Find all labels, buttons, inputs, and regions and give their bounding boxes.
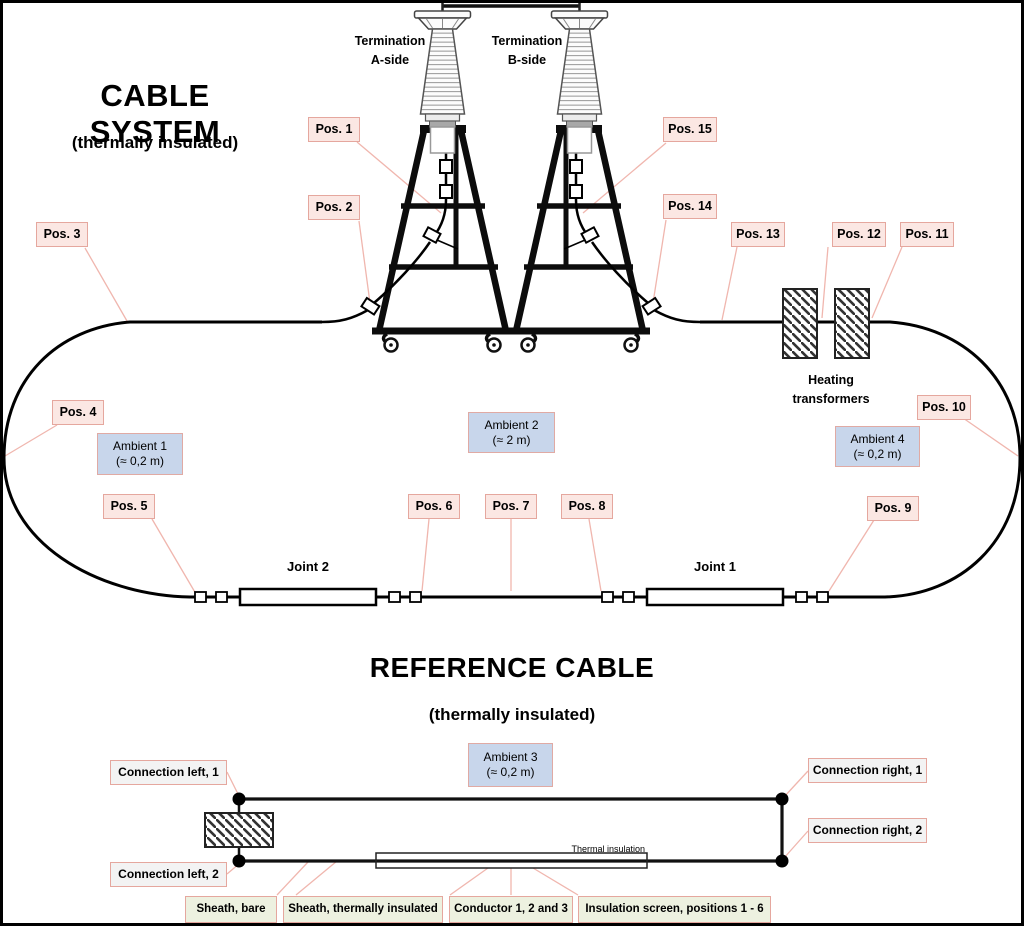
termination-stand-b [509,126,700,352]
pos-11-label: Pos. 11 [900,222,954,247]
joints-and-sensors [194,587,829,607]
ambient-1-box: Ambient 1 (≈ 0,2 m) [97,433,183,475]
pos-5-label: Pos. 5 [103,494,155,519]
pos-15-label: Pos. 15 [663,117,717,142]
ambient-1-value: (≈ 0,2 m) [116,454,164,468]
legend-sheath-bare: Sheath, bare [185,896,277,923]
thermal-insulation-box [375,852,648,869]
pos-10-label: Pos. 10 [917,395,971,420]
reference-heating-transformer [204,812,274,848]
pos-6-label: Pos. 6 [408,494,460,519]
termination-b-label: Termination B-side [466,32,588,71]
ambient-2-name: Ambient 2 [484,417,539,432]
ambient-3-box: Ambient 3 (≈ 0,2 m) [468,743,553,787]
termination-a-label: Termination A-side [329,32,451,71]
reference-cable-drawing [204,792,789,869]
cable-system-title: CABLE SYSTEM [89,78,221,149]
pos-14-label: Pos. 14 [663,194,717,219]
pos-4-label: Pos. 4 [52,400,104,425]
ambient-3-name: Ambient 3 [483,750,538,764]
pos-9-label: Pos. 9 [867,496,919,521]
thermal-insulation-label: Thermal insulation [571,844,645,854]
pos-7-label: Pos. 7 [485,494,537,519]
reference-cable-title: REFERENCE CABLE [369,652,655,683]
cable-loop [2,320,1022,599]
legend-conductor: Conductor 1, 2 and 3 [449,896,573,923]
pos-12-label: Pos. 12 [832,222,886,247]
leader-lines [4,141,1019,896]
legend-insulation-screen: Insulation screen, positions 1 - 6 [578,896,771,923]
cable-system-subtitle: (thermally insulated) [71,133,239,152]
pos-1-label: Pos. 1 [308,117,360,142]
pos-3-label: Pos. 3 [36,222,88,247]
termination-b-line1: Termination [491,34,563,48]
connection-left-1-label: Connection left, 1 [110,760,227,785]
ambient-3-value: (≈ 0,2 m) [486,765,535,779]
joint-2-label: Joint 2 [287,559,329,574]
ambient-1-name: Ambient 1 [112,439,168,453]
heating-line2: transformers [792,392,870,407]
heating-line1: Heating [808,373,854,387]
ambient-2-value: (≈ 2 m) [492,432,531,447]
pos-13-label: Pos. 13 [731,222,785,247]
ambient-4-name: Ambient 4 [850,431,905,446]
reference-cable-subtitle: (thermally insulated) [428,705,596,724]
legend-sheath-insulated: Sheath, thermally insulated [283,896,443,923]
heating-transformers-label: Heating transformers [771,371,891,410]
ambient-4-value: (≈ 0,2 m) [853,446,902,461]
connection-left-2-label: Connection left, 2 [110,862,227,887]
termination-a-line2: A-side [370,53,410,68]
ambient-4-box: Ambient 4 (≈ 0,2 m) [835,426,920,467]
ambient-2-box: Ambient 2 (≈ 2 m) [468,412,555,453]
termination-a-line1: Termination [354,34,426,48]
pos-2-label: Pos. 2 [308,195,360,220]
pos-8-label: Pos. 8 [561,494,613,519]
connection-right-1-label: Connection right, 1 [808,758,927,783]
heating-transformers-drawing [782,288,870,359]
termination-stand-a [321,125,513,353]
termination-b-line2: B-side [507,53,547,68]
joint-1-label: Joint 1 [694,559,736,574]
connection-right-2-label: Connection right, 2 [808,818,927,843]
